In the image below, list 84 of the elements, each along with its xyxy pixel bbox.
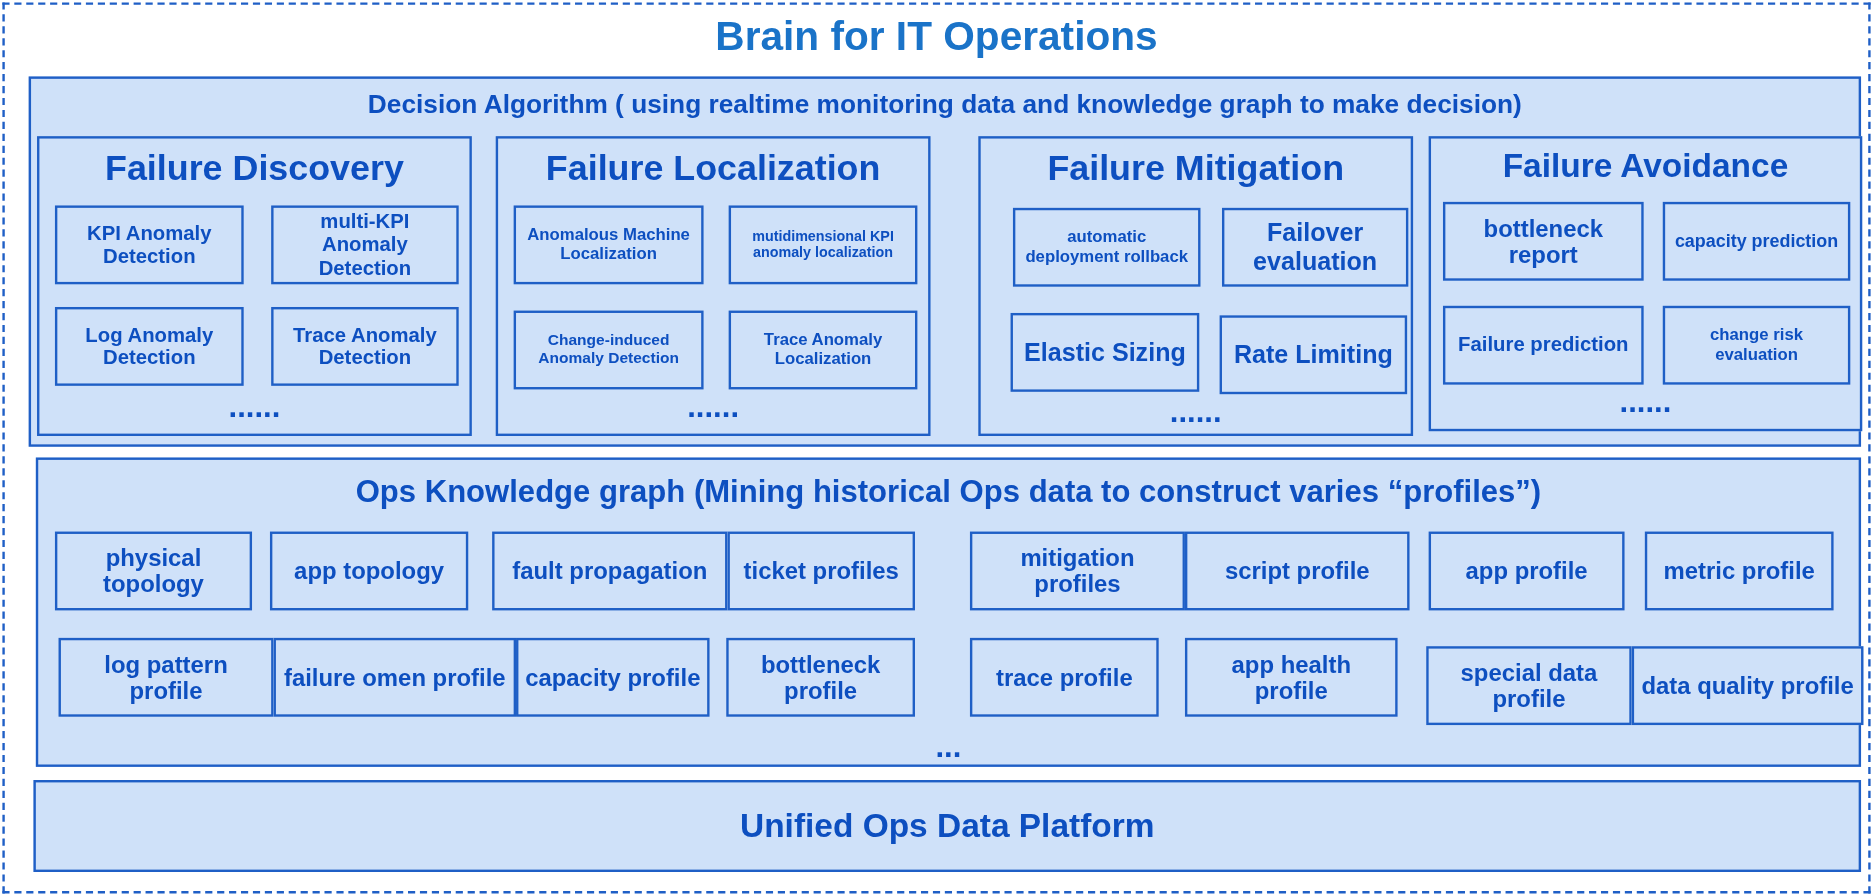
- layer-panel: [1428, 136, 1863, 432]
- ellipsis-text: ......: [1618, 385, 1673, 417]
- layer-heading: Failure Avoidance: [1501, 148, 1790, 185]
- component-box: [271, 307, 459, 386]
- component-label: Unified Ops Data Platform: [740, 807, 1155, 845]
- component-label: app profile: [1465, 557, 1588, 585]
- component-label: Elastic Sizing: [1024, 338, 1186, 367]
- component-box: [271, 205, 459, 285]
- component-box: [33, 780, 1862, 872]
- component-label: bottleneck profile: [759, 650, 882, 705]
- component-label: ticket profiles: [743, 557, 899, 585]
- component-label: data quality profile: [1641, 672, 1854, 699]
- component-label: Log Anomaly Detection: [84, 323, 215, 370]
- component-label: mitigation profiles: [1019, 544, 1136, 598]
- component-box: [1662, 305, 1851, 385]
- component-label: capacity profile: [525, 663, 701, 691]
- component-box: [728, 205, 918, 285]
- component-box: [728, 310, 918, 390]
- component-box: [58, 637, 274, 717]
- layer-heading: Failure Mitigation: [1046, 148, 1346, 188]
- component-box: [1184, 531, 1410, 611]
- component-label: app topology: [294, 557, 445, 585]
- component-box: [1662, 201, 1851, 281]
- component-box: [269, 531, 469, 611]
- component-label: Anomalous Machine Localization: [526, 226, 691, 264]
- frame-heading: Brain for IT Operations: [714, 14, 1159, 59]
- layer-heading: Ops Knowledge graph (Mining historical Ops data to construct varies “profiles”): [354, 474, 1543, 509]
- component-box: [54, 205, 244, 285]
- component-label: multi-KPI Anomaly Detection: [317, 210, 413, 279]
- component-label: automatic deployment rollback: [1024, 228, 1190, 266]
- component-label: Trace Anomaly Detection: [292, 323, 438, 370]
- component-box: [513, 310, 704, 390]
- component-box: [969, 531, 1185, 611]
- ellipsis-text: ......: [686, 390, 740, 422]
- component-box: [1012, 207, 1201, 287]
- component-box: [1631, 646, 1864, 726]
- component-label: change risk evaluation: [1709, 326, 1804, 364]
- component-box: [1222, 207, 1409, 287]
- component-label: metric profile: [1663, 557, 1815, 585]
- ellipsis-text: ......: [227, 390, 282, 422]
- component-label: KPI Anomaly Detection: [86, 222, 213, 268]
- component-label: app health profile: [1230, 650, 1352, 705]
- component-label: trace profile: [995, 663, 1133, 691]
- layer-heading: Failure Discovery: [104, 148, 405, 188]
- component-box: [969, 637, 1159, 717]
- component-label: Change-induced Anomaly Detection: [537, 332, 680, 368]
- component-label: bottleneck report: [1482, 214, 1605, 269]
- component-label: special data profile: [1459, 658, 1599, 713]
- component-label: log pattern profile: [103, 650, 229, 705]
- component-box: [492, 531, 728, 611]
- component-box: [54, 531, 253, 611]
- layer-panel: [37, 136, 472, 436]
- component-label: Failover evaluation: [1252, 219, 1379, 276]
- component-box: [516, 637, 710, 717]
- component-label: physical topology: [102, 544, 205, 598]
- component-box: [1442, 201, 1644, 281]
- ellipsis-text: ......: [1168, 395, 1223, 427]
- component-box: [726, 637, 915, 717]
- component-box: [513, 205, 704, 285]
- component-label: Rate Limiting: [1233, 340, 1393, 369]
- layer-panel: [35, 457, 1862, 767]
- component-label: script profile: [1224, 557, 1370, 585]
- component-label: Failure prediction: [1458, 333, 1629, 357]
- component-box: [1010, 312, 1200, 392]
- component-box: [1428, 531, 1625, 611]
- component-label: failure omen profile: [283, 663, 506, 691]
- component-box: [727, 531, 915, 611]
- component-label: mutidimensional KPI anomaly localization: [751, 228, 895, 261]
- ellipsis-text: ...: [934, 731, 963, 763]
- component-box: [54, 307, 244, 386]
- component-box: [1426, 646, 1632, 726]
- layer-heading: Decision Algorithm ( using realtime monitoring data and knowledge graph to make decision): [366, 90, 1523, 120]
- component-box: [1442, 305, 1644, 385]
- layer-panel: [978, 136, 1414, 436]
- layer-panel: [28, 76, 1862, 447]
- component-box: [273, 637, 517, 717]
- component-label: fault propagation: [512, 557, 708, 585]
- layer-panel: [495, 136, 931, 436]
- component-box: [1644, 531, 1834, 611]
- component-box: [1219, 315, 1408, 395]
- component-box: [1184, 637, 1398, 717]
- component-label: Trace Anomaly Localization: [762, 331, 884, 369]
- layer-heading: Failure Localization: [544, 148, 882, 188]
- component-label: capacity prediction: [1674, 231, 1839, 252]
